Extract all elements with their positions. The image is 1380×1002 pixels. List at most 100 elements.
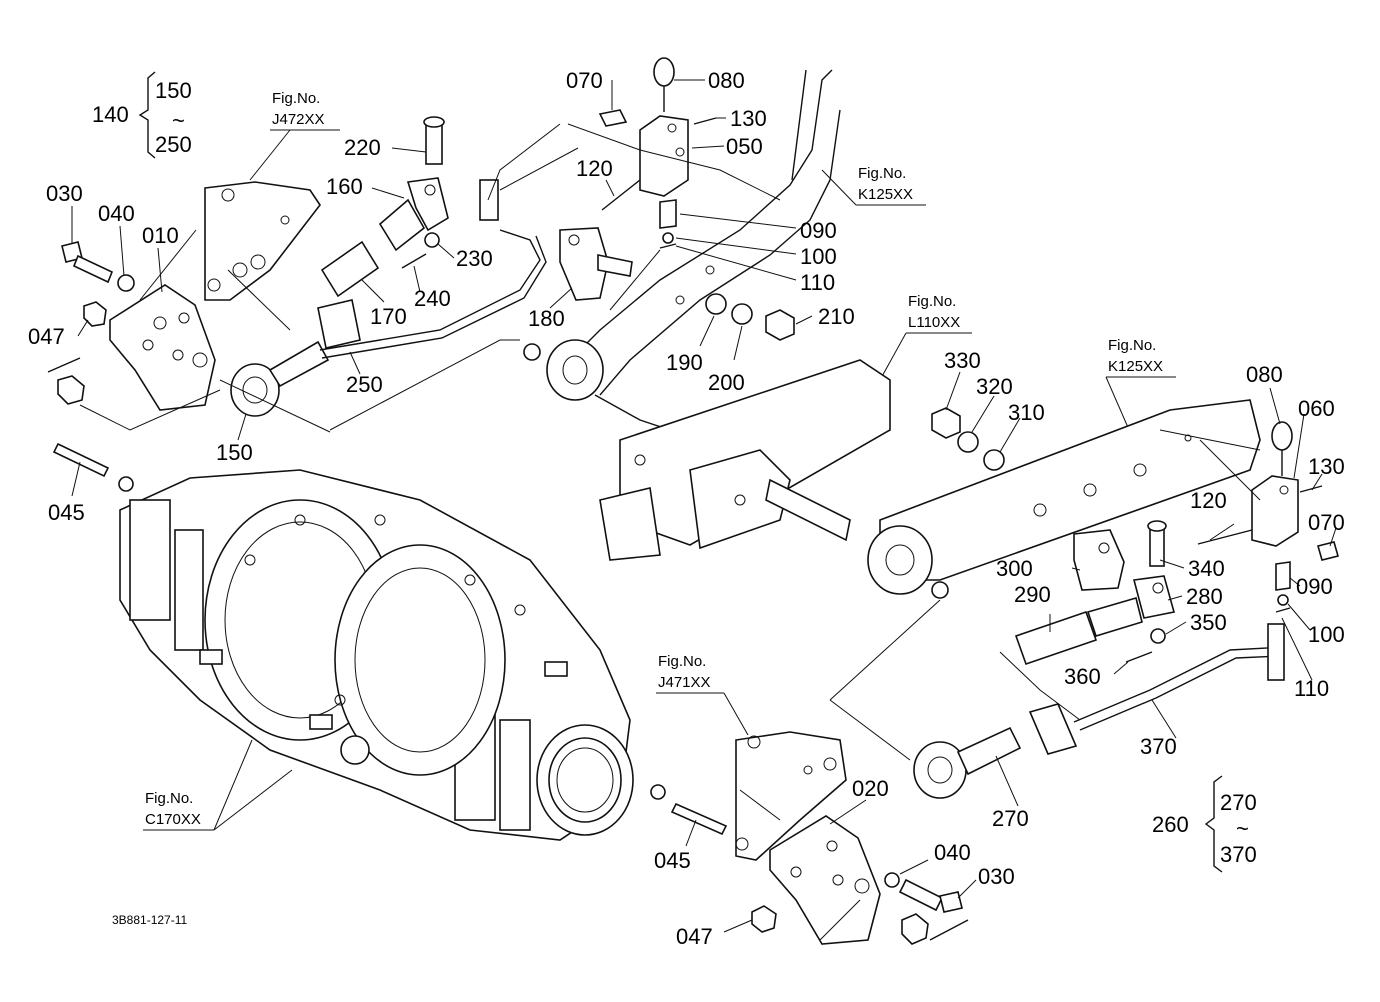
- pin-340: [1147, 520, 1167, 567]
- pin-130-right: [1299, 485, 1323, 493]
- part-label-110: 110: [1294, 676, 1329, 701]
- washer-040-left: [117, 274, 135, 292]
- nut-210: [765, 309, 795, 341]
- bracket-300: [1073, 529, 1125, 591]
- group-bracket-left: 140 150 ~ 250: [92, 71, 192, 159]
- washer-100-top: [662, 232, 674, 244]
- part-label-070: 070: [1308, 510, 1345, 535]
- part-labels: 030 040 010 047 045 150 220 160 170 230 …: [28, 68, 1345, 949]
- rod-250: [317, 179, 547, 359]
- clevis-160: [378, 177, 449, 252]
- frame-k125-right: [867, 399, 1261, 595]
- part-label-120: 120: [576, 156, 613, 181]
- leader-lines: [71, 79, 1337, 933]
- pin-360: [1125, 651, 1153, 663]
- part-label-100: 100: [800, 244, 837, 269]
- mounting-plate-j471: [735, 731, 847, 861]
- part-label-045: 045: [654, 848, 691, 873]
- bolt-070-top: [598, 109, 628, 127]
- block-060: [1251, 475, 1299, 547]
- fig-caption: Fig.No.: [1108, 337, 1156, 354]
- part-label-190: 190: [666, 350, 703, 375]
- fig-caption: Fig.No.: [145, 790, 193, 807]
- fig-caption: Fig.No.: [658, 653, 706, 670]
- part-label-320: 320: [976, 374, 1013, 399]
- part-label-040: 040: [98, 201, 135, 226]
- part-label-070: 070: [566, 68, 603, 93]
- part-label-020: 020: [852, 776, 889, 801]
- washer-320: [957, 431, 979, 453]
- group-to-left: 250: [155, 132, 192, 157]
- nut-047-left: [83, 301, 107, 327]
- cotter-pin-right: [929, 919, 969, 941]
- part-label-330: 330: [944, 348, 981, 373]
- part-label-210: 210: [818, 304, 855, 329]
- mounting-plate-j472: [204, 181, 321, 301]
- part-label-200: 200: [708, 370, 745, 395]
- pin-220: [423, 116, 445, 165]
- fig-code: C170XX: [145, 811, 201, 828]
- part-label-060: 060: [1298, 396, 1335, 421]
- part-label-310: 310: [1008, 400, 1045, 425]
- part-label-030: 030: [978, 864, 1015, 889]
- pin-110-right: [1275, 607, 1291, 613]
- washer-040-right: [884, 872, 900, 888]
- clevis-280: [1132, 575, 1176, 619]
- part-label-080: 080: [708, 68, 745, 93]
- pin-120-top: [601, 179, 641, 211]
- part-label-220: 220: [344, 135, 381, 160]
- washer-190: [705, 293, 727, 315]
- fig-code: K125XX: [858, 186, 913, 203]
- fig-code: K125XX: [1108, 358, 1163, 375]
- group-sep-right: ~: [1236, 816, 1249, 841]
- castle-nut-left: [57, 375, 85, 405]
- fig-caption: Fig.No.: [908, 293, 956, 310]
- fig-ref-j471: Fig.No. J471XX: [656, 653, 749, 736]
- part-label-130: 130: [730, 106, 767, 131]
- part-label-170: 170: [370, 304, 407, 329]
- pin-120-right: [1197, 529, 1253, 545]
- part-label-090: 090: [800, 218, 837, 243]
- group-sep-left: ~: [172, 108, 185, 133]
- part-label-080: 080: [1246, 362, 1283, 387]
- bracket-020: [769, 815, 881, 945]
- part-label-340: 340: [1188, 556, 1225, 581]
- part-label-047: 047: [28, 324, 65, 349]
- washer-left-arm: [523, 343, 541, 361]
- part-label-050: 050: [726, 134, 763, 159]
- bolt-030-right: [898, 878, 963, 913]
- part-label-030: 030: [46, 181, 83, 206]
- part-label-290: 290: [1014, 582, 1051, 607]
- ball-joint-270: [913, 726, 1022, 799]
- ring-080-right: [1271, 421, 1293, 476]
- part-label-370: 370: [1140, 734, 1177, 759]
- diagram-code: 3B881-127-11: [112, 913, 187, 927]
- part-label-280: 280: [1186, 584, 1223, 609]
- part-label-130: 130: [1308, 454, 1345, 479]
- part-label-150: 150: [216, 440, 253, 465]
- part-label-010: 010: [142, 223, 179, 248]
- part-label-045: 045: [48, 500, 85, 525]
- ball-joint-150: [230, 340, 330, 417]
- part-label-040: 040: [934, 840, 971, 865]
- part-label-120: 120: [1190, 488, 1227, 513]
- pin-110-top: [659, 243, 677, 249]
- group-id-left: 140: [92, 102, 129, 127]
- bracket-010: [109, 284, 216, 411]
- stud-045-right: [650, 784, 728, 836]
- bolt-030-left: [61, 241, 114, 284]
- part-label-300: 300: [996, 556, 1033, 581]
- fig-code: J472XX: [272, 111, 325, 128]
- fig-ref-c170: Fig.No. C170XX: [143, 739, 293, 831]
- fig-ref-j472: Fig.No. J472XX: [249, 90, 340, 181]
- cotter-pin-left: [47, 357, 81, 373]
- part-label-110: 110: [800, 270, 835, 295]
- spring-090-right: [1275, 561, 1291, 591]
- bracket-180: [559, 227, 633, 301]
- part-label-240: 240: [414, 286, 451, 311]
- ring-080-top: [653, 57, 675, 112]
- washer-230: [424, 232, 440, 248]
- part-label-180: 180: [528, 306, 565, 331]
- turnbuckle-290: [1014, 596, 1143, 666]
